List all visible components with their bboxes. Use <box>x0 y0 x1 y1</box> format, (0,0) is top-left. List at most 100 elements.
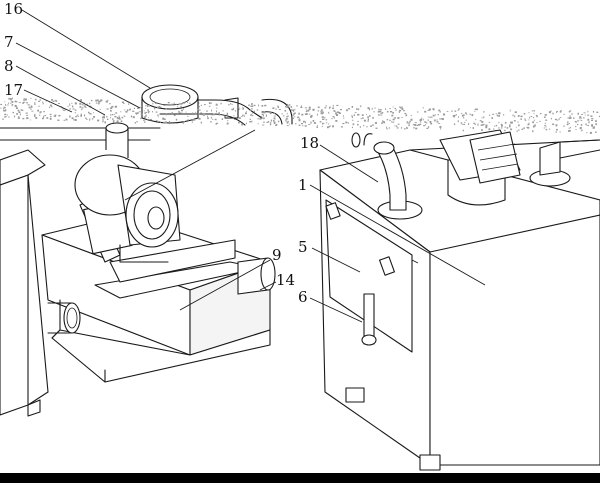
noise-speck <box>175 103 177 105</box>
noise-speck <box>328 126 330 128</box>
noise-speck <box>111 105 114 108</box>
noise-speck <box>148 105 150 107</box>
noise-speck <box>509 109 511 112</box>
noise-speck <box>494 125 496 127</box>
noise-speck <box>234 119 236 120</box>
noise-speck <box>143 119 145 121</box>
noise-speck <box>193 119 196 121</box>
noise-speck <box>183 121 185 123</box>
noise-speck <box>89 102 91 105</box>
noise-speck <box>22 102 24 104</box>
noise-speck <box>412 124 415 126</box>
noise-speck <box>282 115 285 117</box>
noise-speck <box>0 103 3 106</box>
noise-speck <box>569 117 571 119</box>
noise-speck <box>580 117 582 120</box>
noise-speck <box>438 123 440 124</box>
noise-speck <box>301 123 303 125</box>
noise-speck <box>24 98 27 101</box>
noise-speck <box>8 102 10 104</box>
noise-speck <box>82 104 85 106</box>
noise-speck <box>530 116 533 117</box>
noise-speck <box>243 115 246 117</box>
noise-speck <box>16 106 18 108</box>
noise-speck <box>116 116 119 119</box>
noise-speck <box>177 105 179 108</box>
noise-speck <box>212 118 214 120</box>
noise-speck <box>187 115 189 117</box>
noise-speck <box>510 128 513 131</box>
noise-speck <box>191 121 193 123</box>
noise-speck <box>12 101 14 103</box>
noise-speck <box>405 114 408 117</box>
noise-speck <box>580 120 583 121</box>
noise-speck <box>286 112 288 115</box>
noise-speck <box>109 110 112 112</box>
noise-speck <box>560 110 562 112</box>
noise-speck <box>15 101 18 103</box>
noise-speck <box>488 128 491 131</box>
noise-speck <box>452 115 455 117</box>
noise-speck <box>285 105 287 108</box>
noise-speck <box>18 102 21 104</box>
noise-speck <box>432 114 435 117</box>
noise-speck <box>185 111 187 113</box>
noise-speck <box>121 101 124 103</box>
noise-speck <box>454 110 457 112</box>
noise-speck <box>313 122 316 124</box>
noise-speck <box>383 121 385 123</box>
noise-speck <box>239 117 241 119</box>
noise-speck <box>483 111 485 113</box>
noise-speck <box>316 125 318 127</box>
noise-speck <box>48 106 51 108</box>
noise-speck <box>336 114 339 116</box>
noise-speck <box>536 122 538 123</box>
noise-speck <box>51 99 54 101</box>
noise-speck <box>552 123 555 126</box>
noise-speck <box>563 125 565 127</box>
noise-speck <box>468 123 470 125</box>
noise-speck <box>514 111 517 114</box>
noise-speck <box>366 114 367 115</box>
noise-speck <box>556 128 558 131</box>
noise-speck <box>437 114 439 116</box>
noise-speck <box>118 115 120 118</box>
noise-speck <box>135 112 138 114</box>
noise-speck <box>269 112 272 115</box>
noise-speck <box>518 129 520 131</box>
noise-speck <box>290 106 293 108</box>
noise-speck <box>261 113 264 116</box>
noise-speck <box>549 128 551 130</box>
noise-speck <box>202 115 205 116</box>
noise-speck <box>263 114 264 117</box>
side-pipe-left <box>47 302 81 334</box>
noise-speck <box>106 115 108 118</box>
noise-speck <box>286 118 289 120</box>
noise-speck <box>158 106 160 109</box>
noise-speck <box>316 126 318 128</box>
noise-speck <box>155 102 157 104</box>
noise-speck <box>103 115 105 118</box>
noise-speck <box>253 104 256 107</box>
noise-speck <box>129 108 131 111</box>
noise-speck <box>202 113 205 115</box>
noise-speck <box>321 109 323 111</box>
noise-speck <box>583 116 585 118</box>
noise-speck <box>374 122 377 124</box>
noise-speck <box>286 106 289 108</box>
noise-speck <box>369 115 371 117</box>
noise-speck <box>483 116 485 119</box>
noise-speck <box>140 105 143 107</box>
noise-speck <box>446 111 449 112</box>
noise-speck <box>8 97 10 100</box>
noise-speck <box>492 113 495 115</box>
noise-speck <box>54 99 57 101</box>
noise-speck <box>520 115 523 118</box>
noise-speck <box>403 109 405 112</box>
noise-speck <box>12 97 13 100</box>
noise-speck <box>216 107 218 109</box>
noise-speck <box>80 99 82 101</box>
noise-speck <box>481 121 484 123</box>
noise-speck <box>594 120 597 122</box>
noise-speck <box>125 111 128 113</box>
